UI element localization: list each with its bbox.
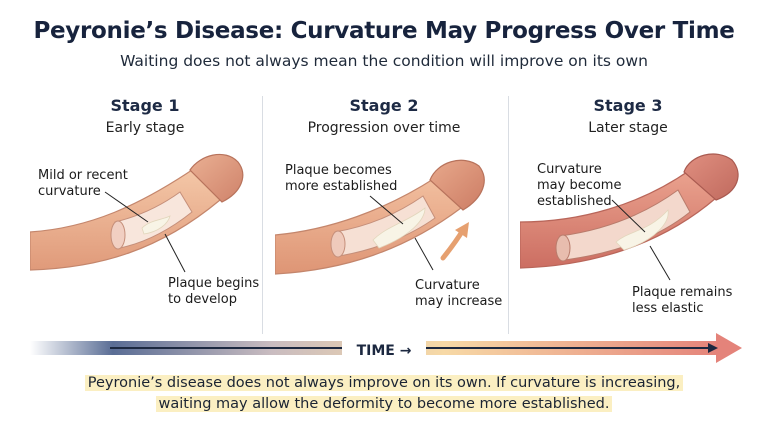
cutaway-window	[334, 195, 436, 257]
stage-3-illustration	[520, 153, 739, 281]
callout-text: less elastic	[632, 301, 704, 316]
stage-1-illustration	[30, 153, 244, 273]
callout-line	[369, 195, 404, 225]
callout-line	[104, 191, 149, 223]
callout-text: Plaque becomes	[285, 163, 392, 178]
callout-line	[611, 199, 646, 233]
stage-3-callout-top: Curvature may become established	[537, 162, 621, 210]
stage-3-callout-bottom: Plaque remains less elastic	[632, 285, 732, 317]
page-subtitle: Waiting does not always mean the conditi…	[120, 52, 648, 70]
cutaway-end	[110, 220, 126, 250]
callout-text: Plaque begins	[168, 276, 260, 291]
callout-text: more established	[285, 179, 398, 194]
stage-divider-1	[262, 96, 263, 334]
callout-text: Curvature	[537, 162, 602, 177]
glans-shape	[683, 153, 739, 201]
callout-text: established	[537, 194, 612, 209]
callout-line	[649, 245, 671, 281]
stage-1-name: Stage 1	[110, 96, 180, 115]
callout-text: Mild or recent	[38, 168, 128, 183]
stage-2-illustration	[275, 159, 485, 275]
curve-arrow-head	[455, 222, 469, 238]
callout-text: may become	[537, 178, 622, 193]
stage-1-callout-top: Mild or recent curvature	[38, 168, 128, 200]
page-title: Peyronie’s Disease: Curvature May Progre…	[33, 18, 735, 44]
callout-text: curvature	[38, 184, 101, 199]
stage-divider-2	[508, 96, 509, 334]
stage-1-header: Stage 1 Early stage	[20, 96, 270, 136]
cutaway-end	[555, 234, 571, 262]
stage-2-header: Stage 2 Progression over time	[259, 96, 509, 136]
stage-3-name: Stage 3	[593, 96, 663, 115]
footer-line-2: waiting may allow the deformity to becom…	[155, 396, 613, 412]
cutaway-end	[330, 230, 346, 258]
cutaway-window	[559, 189, 691, 261]
glans-shape	[189, 153, 244, 203]
callout-text: may increase	[415, 294, 503, 309]
glans-shape	[429, 159, 485, 211]
stage-2-subtitle: Progression over time	[307, 120, 461, 136]
footer-note: Peyronie’s disease does not always impro…	[0, 373, 768, 415]
time-arrow-head	[716, 333, 742, 363]
stage-2-name: Stage 2	[349, 96, 419, 115]
callout-line	[164, 233, 186, 273]
curve-arrow	[440, 227, 466, 261]
cutaway-window	[114, 191, 193, 249]
stage-1-callout-bottom: Plaque begins to develop	[168, 276, 259, 308]
stage-2-callout-bottom: Curvature may increase	[415, 278, 502, 310]
plaque-shape	[615, 209, 669, 251]
stage-1-subtitle: Early stage	[105, 120, 185, 136]
footer-line-1: Peyronie’s disease does not always impro…	[84, 375, 684, 391]
time-arrow-line-head	[708, 343, 718, 353]
callout-text: Plaque remains	[632, 285, 733, 300]
time-label: TIME →	[342, 340, 426, 362]
callout-text: Curvature	[415, 278, 480, 293]
stage-3-subtitle: Later stage	[588, 120, 668, 136]
plaque-shape	[372, 207, 426, 249]
callout-line	[414, 237, 434, 271]
plaque-shape	[141, 215, 171, 235]
stage-3-header: Stage 3 Later stage	[503, 96, 753, 136]
stage-2-callout-top: Plaque becomes more established	[285, 163, 397, 195]
callout-text: to develop	[168, 292, 237, 307]
